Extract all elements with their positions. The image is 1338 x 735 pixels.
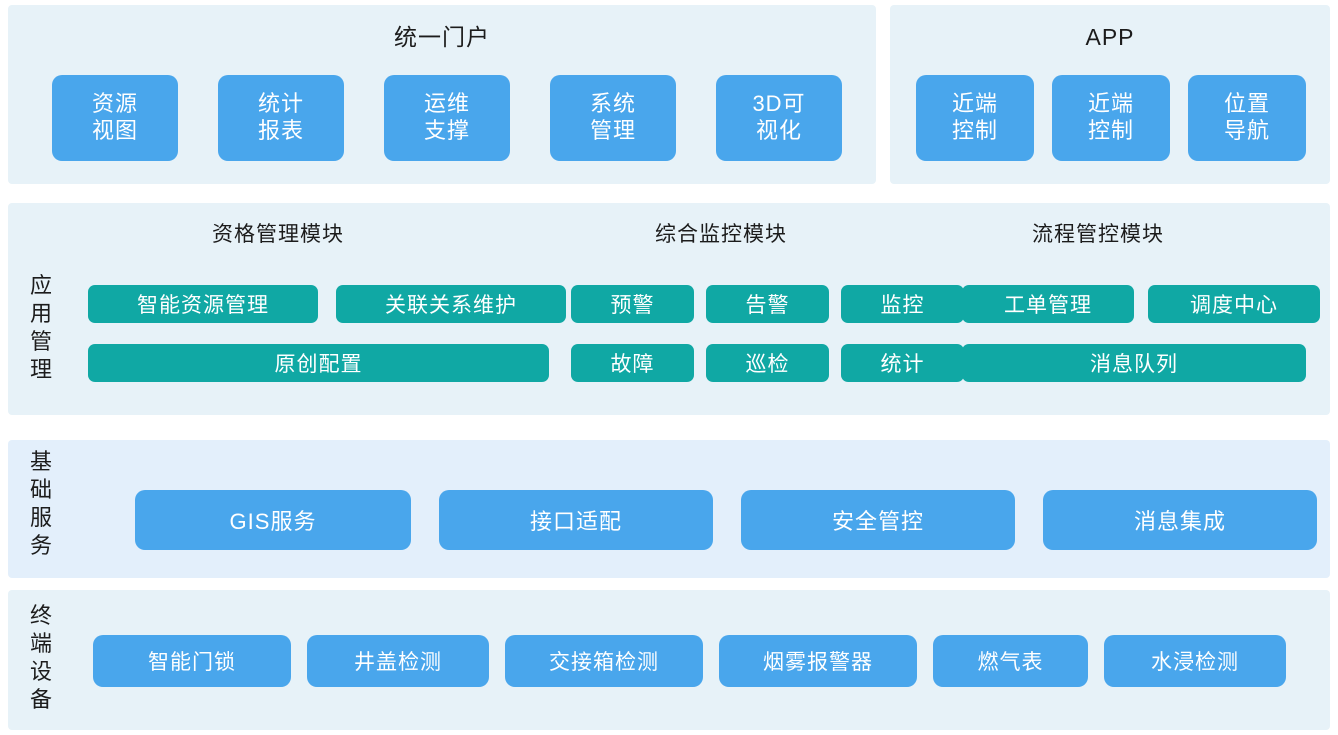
- integrated-monitoring-row-2: 故障 巡检 统计: [571, 344, 964, 382]
- tile-line-2: 控制: [1087, 118, 1134, 143]
- portal-tile-3d-visualization[interactable]: 3D可 视化: [716, 75, 842, 161]
- side-label-char: 应: [29, 273, 52, 298]
- tile-line-2: 管理: [589, 118, 636, 143]
- chip-fault[interactable]: 故障: [571, 344, 694, 382]
- terminal-device-gas-meter[interactable]: 燃气表: [933, 635, 1088, 687]
- terminal-devices-side-label: 终 端 设 备: [24, 602, 58, 715]
- tile-line-1: 位置: [1223, 91, 1270, 117]
- chip-alarm[interactable]: 告警: [706, 285, 829, 323]
- tile-line-1: 系统: [589, 91, 636, 117]
- tile-line-1: 3D可: [752, 91, 806, 117]
- basic-service-message-integration[interactable]: 消息集成: [1043, 490, 1317, 550]
- group-title-resource-management: 资格管理模块: [212, 223, 344, 246]
- tile-line-1: 统计: [257, 91, 304, 117]
- chip-original-configuration[interactable]: 原创配置: [88, 344, 549, 382]
- process-control-row-1: 工单管理 调度中心: [962, 285, 1320, 323]
- app-panel-title: APP: [1085, 24, 1135, 50]
- side-label-char: 用: [29, 301, 52, 327]
- basic-service-security-control[interactable]: 安全管控: [741, 490, 1015, 550]
- chip-dispatch-center[interactable]: 调度中心: [1148, 285, 1320, 323]
- chip-relationship-maintenance[interactable]: 关联关系维护: [336, 285, 566, 323]
- terminal-devices-tile-row: 智能门锁 井盖检测 交接箱检测 烟雾报警器 燃气表 水浸检测: [93, 635, 1286, 687]
- app-tile-near-end-control-1[interactable]: 近端 控制: [916, 75, 1034, 161]
- process-control-row-2: 消息队列: [962, 344, 1306, 382]
- resource-management-row-2: 原创配置: [88, 344, 549, 382]
- app-tile-location-navigation[interactable]: 位置 导航: [1188, 75, 1306, 161]
- terminal-device-manhole-cover-detection[interactable]: 井盖检测: [307, 635, 489, 687]
- tile-line-1: 资源: [91, 91, 138, 117]
- portal-panel: 统一门户 资源 视图 统计 报表 运维 支撑 系统 管理 3D可 视化: [8, 5, 876, 184]
- portal-tile-ops-support[interactable]: 运维 支撑: [384, 75, 510, 161]
- terminal-device-water-immersion-detection[interactable]: 水浸检测: [1104, 635, 1286, 687]
- terminal-device-smoke-alarm[interactable]: 烟雾报警器: [719, 635, 917, 687]
- chip-statistics[interactable]: 统计: [841, 344, 964, 382]
- tile-line-2: 视化: [755, 118, 802, 143]
- basic-services-tile-row: GIS服务 接口适配 安全管控 消息集成: [135, 490, 1317, 550]
- tile-line-2: 报表: [257, 118, 304, 143]
- basic-service-gis[interactable]: GIS服务: [135, 490, 411, 550]
- tile-line-2: 视图: [91, 118, 138, 143]
- portal-tile-statistics-report[interactable]: 统计 报表: [218, 75, 344, 161]
- chip-monitoring[interactable]: 监控: [841, 285, 964, 323]
- integrated-monitoring-row-1: 预警 告警 监控: [571, 285, 964, 323]
- side-label-char: 备: [29, 687, 52, 713]
- chip-work-order-management[interactable]: 工单管理: [962, 285, 1134, 323]
- basic-services-side-label: 基 础 服 务: [24, 448, 58, 561]
- app-tile-row: 近端 控制 近端 控制 位置 导航: [916, 75, 1306, 161]
- side-label-char: 基: [29, 449, 52, 474]
- terminal-device-cross-connect-box-detection[interactable]: 交接箱检测: [505, 635, 703, 687]
- side-label-char: 础: [29, 477, 52, 503]
- group-title-process-control: 流程管控模块: [1032, 223, 1164, 246]
- side-label-char: 理: [29, 357, 52, 383]
- side-label-char: 终: [29, 603, 52, 628]
- side-label-char: 管: [29, 329, 52, 355]
- tile-line-1: 近端: [1087, 91, 1134, 117]
- chip-inspection[interactable]: 巡检: [706, 344, 829, 382]
- app-tile-near-end-control-2[interactable]: 近端 控制: [1052, 75, 1170, 161]
- application-management-side-label: 应 用 管 理: [24, 272, 58, 385]
- resource-management-row-1: 智能资源管理 关联关系维护: [88, 285, 566, 323]
- chip-smart-resource-management[interactable]: 智能资源管理: [88, 285, 318, 323]
- app-panel: APP 近端 控制 近端 控制 位置 导航: [890, 5, 1330, 184]
- portal-tile-row: 资源 视图 统计 报表 运维 支撑 系统 管理 3D可 视化: [52, 75, 842, 161]
- tile-line-1: 运维: [423, 91, 470, 117]
- group-title-integrated-monitoring: 综合监控模块: [655, 223, 787, 246]
- portal-tile-system-management[interactable]: 系统 管理: [550, 75, 676, 161]
- tile-line-2: 导航: [1223, 118, 1270, 143]
- portal-panel-title: 统一门户: [394, 24, 490, 50]
- tile-line-2: 支撑: [423, 118, 470, 143]
- chip-early-warning[interactable]: 预警: [571, 285, 694, 323]
- portal-tile-resource-view[interactable]: 资源 视图: [52, 75, 178, 161]
- terminal-device-smart-door-lock[interactable]: 智能门锁: [93, 635, 291, 687]
- basic-service-interface-adaptation[interactable]: 接口适配: [439, 490, 713, 550]
- side-label-char: 务: [29, 533, 52, 559]
- side-label-char: 设: [29, 659, 52, 685]
- chip-message-queue[interactable]: 消息队列: [962, 344, 1306, 382]
- tile-line-2: 控制: [951, 118, 998, 143]
- side-label-char: 端: [29, 631, 52, 657]
- side-label-char: 服: [29, 505, 52, 531]
- tile-line-1: 近端: [951, 91, 998, 117]
